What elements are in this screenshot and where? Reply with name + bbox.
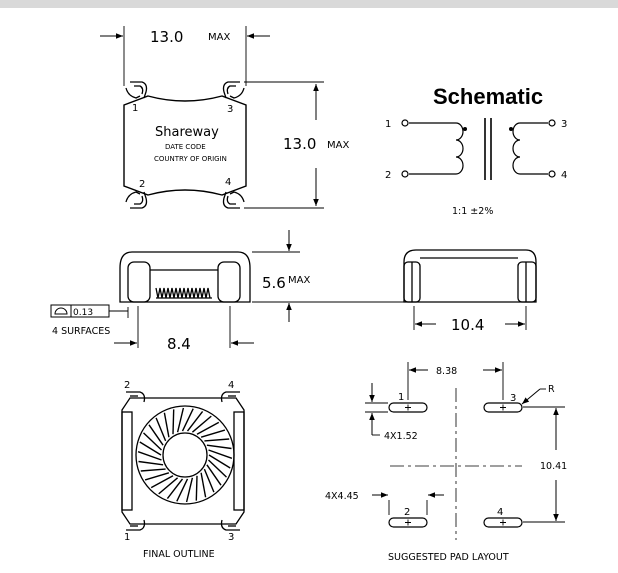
winding-stroke: [195, 475, 198, 501]
winding-stroke: [143, 432, 162, 451]
winding-stroke: [150, 475, 174, 489]
side-view: [50, 230, 408, 348]
turns-ratio: 1:1 ±2%: [452, 206, 493, 217]
winding-stroke: [208, 449, 233, 459]
winding-stroke: [206, 464, 222, 486]
toroid-winding-lines: [137, 407, 233, 503]
winding-stroke: [200, 429, 226, 438]
winding-stroke: [185, 477, 194, 503]
winding-stroke: [137, 451, 162, 461]
winding-stroke: [158, 477, 179, 495]
winding-stroke: [191, 415, 212, 433]
page-top-border: [0, 0, 618, 8]
outline-pin-2: 2: [124, 380, 130, 391]
pad-pin-3: 3: [510, 393, 516, 404]
sch-pin-4: 4: [561, 170, 567, 181]
pad-pitch-y: 10.41: [540, 461, 567, 472]
end-view: [403, 249, 537, 330]
country-marking: COUNTRY OF ORIGIN: [154, 155, 227, 163]
winding-stroke: [176, 478, 189, 502]
pad-radius-label: R: [548, 384, 555, 395]
schematic-title: Schematic: [433, 84, 543, 109]
pad-span-value: 8.4: [167, 335, 191, 353]
winding-stroke: [186, 410, 204, 432]
top-width-value: 13.0: [150, 28, 183, 46]
winding-stroke: [200, 472, 207, 498]
winding-stroke: [208, 454, 231, 469]
sch-pin-3: 3: [561, 119, 567, 130]
pad-size-label: 4X1.52: [384, 431, 418, 442]
winding-stroke: [148, 424, 164, 446]
pad-pitch-x: 8.38: [436, 366, 457, 377]
pad-length-label: 4X4.45: [325, 491, 359, 502]
pad-pin-2: 2: [404, 507, 410, 518]
outline-pin-3: 3: [228, 532, 234, 543]
top-view: [100, 26, 324, 209]
winding-stroke: [155, 417, 167, 442]
top-width-suffix: MAX: [208, 32, 230, 43]
winding-stroke: [181, 408, 194, 432]
schematic-symbol: [401, 118, 556, 180]
winding-stroke: [176, 407, 185, 433]
end-width-value: 10.4: [451, 316, 484, 334]
winding-stroke: [140, 468, 166, 472]
final-outline-view: [121, 391, 245, 531]
sch-pin-2: 2: [385, 170, 391, 181]
side-height-value: 5.6: [262, 274, 286, 292]
date-code-marking: DATE CODE: [165, 143, 206, 151]
brand-marking: Shareway: [155, 125, 219, 140]
winding-stroke: [172, 409, 175, 435]
winding-stroke: [206, 444, 232, 450]
winding-stroke: [166, 478, 184, 500]
pad-layout-view: [365, 362, 565, 540]
top-height-value: 13.0: [283, 135, 316, 153]
top-pin-1: 1: [132, 103, 138, 114]
winding-stroke: [163, 412, 170, 438]
pad-pin-1: 1: [398, 392, 404, 403]
winding-stroke: [208, 459, 227, 478]
flatness-value: 0.13: [73, 308, 93, 318]
winding-stroke: [139, 441, 162, 456]
outline-pin-4: 4: [228, 380, 234, 391]
polarity-dot-left: [463, 127, 467, 131]
winding-stroke: [204, 438, 230, 442]
top-pin-4: 4: [225, 177, 231, 188]
top-pin-3: 3: [227, 104, 233, 115]
top-height-suffix: MAX: [327, 140, 349, 151]
outline-pin-1: 1: [124, 532, 130, 543]
top-pin-2: 2: [139, 179, 145, 190]
side-height-suffix: MAX: [288, 275, 310, 286]
surfaces-label: 4 SURFACES: [52, 326, 110, 337]
winding-stroke: [196, 421, 220, 435]
pad-pin-4: 4: [497, 507, 503, 518]
sch-pin-1: 1: [385, 119, 391, 130]
winding-stroke: [144, 472, 170, 481]
polarity-dot-right: [509, 127, 513, 131]
winding-stroke: [138, 460, 164, 466]
final-outline-caption: FINAL OUTLINE: [143, 549, 215, 560]
winding-stroke: [203, 468, 215, 493]
pad-layout-caption: SUGGESTED PAD LAYOUT: [388, 552, 509, 563]
